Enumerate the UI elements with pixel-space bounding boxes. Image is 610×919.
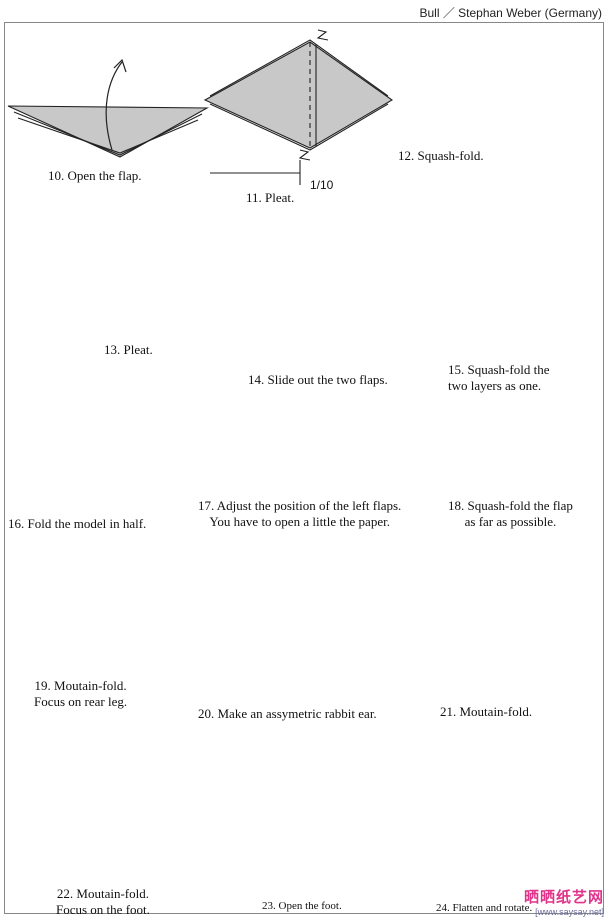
- step-22-caption-line2: Focus on the foot.: [56, 902, 150, 917]
- step-17-caption: 17. Adjust the position of the left flap…: [198, 498, 401, 530]
- step-18-caption-line2: as far as possible.: [464, 514, 557, 529]
- step-19-caption: 19. Moutain-fold. Focus on rear leg.: [34, 678, 127, 710]
- step-18-caption-line1: 18. Squash-fold the flap: [448, 498, 573, 513]
- step-15-caption-line2: two layers as one.: [448, 378, 542, 393]
- step-19-caption-line1: 19. Moutain-fold.: [34, 678, 127, 693]
- step-10-caption: 10. Open the flap.: [48, 168, 142, 183]
- step-22-caption-line1: 22. Moutain-fold.: [56, 886, 149, 901]
- step-23-caption: 23. Open the foot.: [262, 900, 342, 912]
- step-15-caption-line1: 15. Squash-fold the: [448, 362, 550, 377]
- step-21-caption: 21. Moutain-fold.: [440, 704, 533, 719]
- step-11-diagram: [203, 29, 394, 185]
- step-16-caption: 16. Fold the model in half.: [8, 516, 147, 531]
- step-10-diagram: [7, 58, 210, 158]
- diagram-credit: Bull ／ Stephan Weber (Germany): [419, 6, 602, 20]
- step-15-caption: 15. Squash-fold the two layers as one.: [448, 362, 549, 394]
- step-17-caption-line2: You have to open a little the paper.: [209, 514, 390, 529]
- watermark-url: [www.saysay.net]: [535, 907, 604, 917]
- step-18-caption: 18. Squash-fold the flap as far as possi…: [448, 498, 573, 530]
- page-frame: [4, 22, 604, 914]
- step-19-caption-line2: Focus on rear leg.: [34, 694, 128, 709]
- step-24-caption: 24. Flatten and rotate.: [436, 902, 533, 914]
- watermark-title: 晒晒纸艺网: [523, 889, 604, 906]
- site-watermark: 晒晒纸艺网 [www.saysay.net]: [524, 886, 604, 917]
- step-14-caption: 14. Slide out the two flaps.: [248, 372, 388, 387]
- step-20-caption: 20. Make an assymetric rabbit ear.: [198, 706, 377, 721]
- step-17-caption-line1: 17. Adjust the position of the left flap…: [198, 498, 402, 513]
- step-13-caption: 13. Pleat.: [104, 342, 153, 357]
- step-11-caption: 11. Pleat.: [246, 190, 295, 205]
- step-22-caption: 22. Moutain-fold. Focus on the foot.: [56, 886, 150, 918]
- step-11-pleat-ratio: 1/10: [310, 178, 334, 192]
- step-12-caption: 12. Squash-fold.: [398, 148, 484, 163]
